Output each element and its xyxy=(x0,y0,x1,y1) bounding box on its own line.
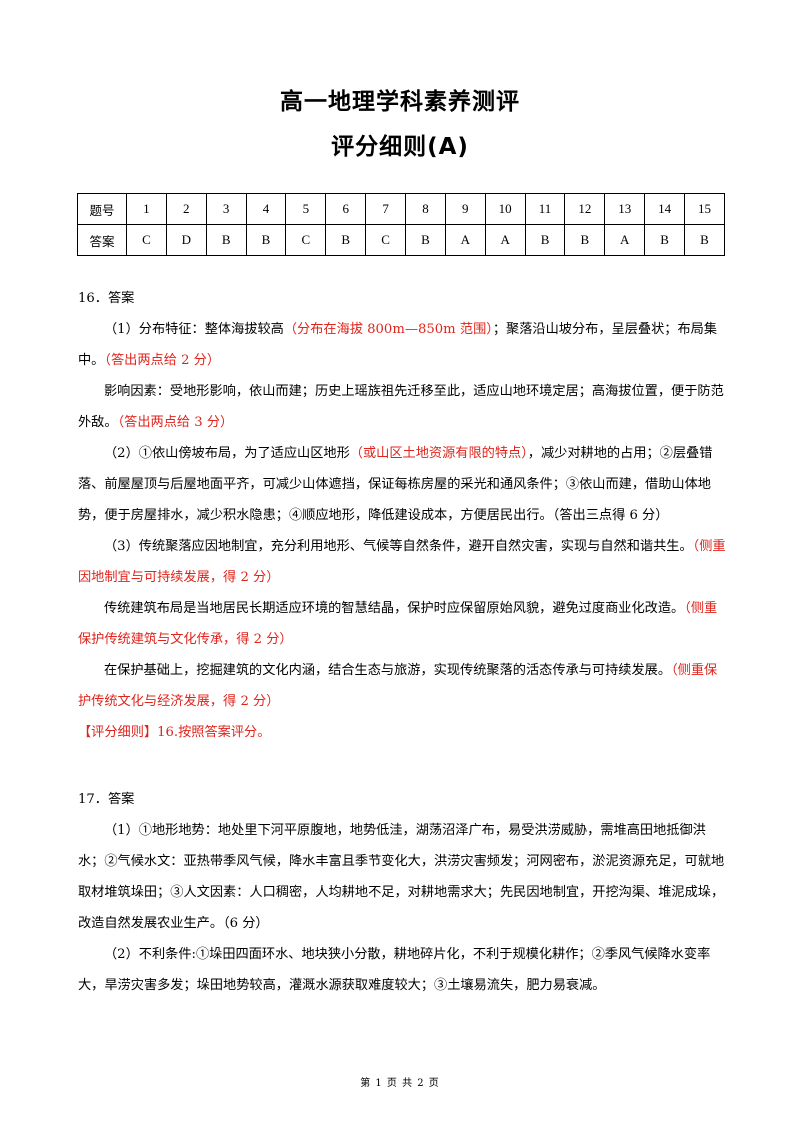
answer-cell: A xyxy=(484,224,526,256)
answer-cell: A xyxy=(444,224,486,256)
answer-row: 答案 C D B B C B C B A A B B A B B xyxy=(77,224,725,256)
question-number: 12 xyxy=(564,193,606,225)
q16-p1-note: （分布在海拔 800m—850m 范围） xyxy=(283,322,493,337)
q16-part3-b: 传统建筑布局是当地居民长期适应环境的智慧结晶，保护时应保留原始风貌，避免过度商业… xyxy=(78,593,728,655)
question-number: 7 xyxy=(365,193,407,225)
q17-part1: （1）①地形地势：地处里下河平原腹地，地势低洼，湖荡沼泽广布，易受洪涝威胁，需堆… xyxy=(78,823,725,931)
q16-p6-score: （侧重保护传统文化与经济发展，得 2 分） xyxy=(78,663,718,709)
answer-cell: B xyxy=(684,224,725,256)
scoring-rule-label: 【评分细则】 xyxy=(78,725,158,740)
answer-cell: B xyxy=(644,224,686,256)
question-number: 11 xyxy=(524,193,566,225)
question-number-row: 题号 1 2 3 4 5 6 7 8 9 10 11 12 13 14 15 xyxy=(77,193,725,225)
q16-p4-score: （侧重因地制宜与可持续发展，得 2 分） xyxy=(78,539,726,585)
q16-part1-features: （1）分布特征：整体海拔较高（分布在海拔 800m—850m 范围）；聚落沿山坡… xyxy=(78,314,728,376)
answer-cell: B xyxy=(325,224,367,256)
q17-part2: （2）不利条件:①垛田四面环水、地块狭小分散，耕地碎片化，不利于规模化耕作；②季… xyxy=(78,947,711,993)
answer-cell: A xyxy=(604,224,646,256)
q16-p3-text-cont: ，减少对耕地的占用；②层叠错落、前屋屋顶与后屋地面平齐，可减少山体遮挡，保证每栋… xyxy=(78,446,713,523)
question-number: 8 xyxy=(405,193,446,225)
q16-p5-score: （侧重保护传统建筑与文化传承，得 2 分） xyxy=(78,601,718,647)
q16-p4-text: （3）传统聚落应因地制宜，充分利用地形、气候等自然条件，避开自然灾害，实现与自然… xyxy=(104,539,693,554)
row-label-answer: 答案 xyxy=(77,224,127,256)
scoring-rule-text: 16.按照答案评分。 xyxy=(157,725,271,740)
answer-cell: B xyxy=(245,224,287,256)
answer-cell: C xyxy=(285,224,327,256)
answer-body: 16．答案 （1）分布特征：整体海拔较高（分布在海拔 800m—850m 范围）… xyxy=(78,283,728,1001)
q17-heading: 17．答案 xyxy=(78,792,135,807)
q16-part2: （2）①依山傍坡布局，为了适应山区地形（或山区土地资源有限的特点），减少对耕地的… xyxy=(78,438,728,531)
q16-p1-text: （1）分布特征：整体海拔较高 xyxy=(104,322,284,337)
q16-part3-a: （3）传统聚落应因地制宜，充分利用地形、气候等自然条件，避开自然灾害，实现与自然… xyxy=(78,531,728,593)
question-number: 10 xyxy=(484,193,526,225)
question-number: 6 xyxy=(325,193,367,225)
question-number: 13 xyxy=(604,193,646,225)
row-label-question: 题号 xyxy=(77,193,127,225)
q16-part3-c: 在保护基础上，挖掘建筑的文化内涵，结合生态与旅游，实现传统聚落的活态传承与可持续… xyxy=(78,655,728,717)
q16-p5-text: 传统建筑布局是当地居民长期适应环境的智慧结晶，保护时应保留原始风貌，避免过度商业… xyxy=(104,601,685,616)
answer-table: 题号 1 2 3 4 5 6 7 8 9 10 11 12 13 14 15 答… xyxy=(77,193,725,256)
question-number: 3 xyxy=(205,193,247,225)
answer-cell: D xyxy=(165,224,207,256)
q16-scoring-rule: 【评分细则】16.按照答案评分。 xyxy=(78,717,728,748)
question-number: 1 xyxy=(126,193,167,225)
section-gap xyxy=(78,748,728,784)
q16-p2-score: （答出两点给 3 分） xyxy=(117,415,234,430)
q16-part1-factors: 影响因素：受地形影响，依山而建；历史上瑶族祖先迁移至此，适应山地环境定居；高海拔… xyxy=(78,376,728,438)
question-number: 15 xyxy=(684,193,725,225)
answer-cell: B xyxy=(205,224,247,256)
answer-cell: C xyxy=(365,224,407,256)
q16-p3-note: （或山区土地资源有限的特点） xyxy=(349,446,528,461)
question-number: 2 xyxy=(165,193,207,225)
answer-cell: B xyxy=(405,224,446,256)
question-number: 4 xyxy=(245,193,287,225)
question-number: 9 xyxy=(444,193,486,225)
q16-p3-text: （2）①依山傍坡布局，为了适应山区地形 xyxy=(104,446,350,461)
q16-p1-text-cont: ；聚落沿山坡分布，呈层叠状；布局集中。 xyxy=(78,322,718,368)
q16-heading: 16．答案 xyxy=(78,291,135,306)
q16-p1-score: （答出两点给 2 分） xyxy=(104,353,221,368)
answer-cell: B xyxy=(564,224,606,256)
question-number: 14 xyxy=(644,193,686,225)
question-number: 5 xyxy=(285,193,327,225)
answer-cell: B xyxy=(524,224,566,256)
page-title: 高一地理学科素养测评 xyxy=(280,89,520,115)
page-footer: 第 1 页 共 2 页 xyxy=(360,1078,440,1089)
q16-p6-text: 在保护基础上，挖掘建筑的文化内涵，结合生态与旅游，实现传统聚落的活态传承与可持续… xyxy=(104,663,672,678)
page-subtitle: 评分细则(A) xyxy=(331,134,469,160)
answer-cell: C xyxy=(126,224,167,256)
q16-p2-text: 影响因素：受地形影响，依山而建；历史上瑶族祖先迁移至此，适应山地环境定居；高海拔… xyxy=(78,384,724,430)
